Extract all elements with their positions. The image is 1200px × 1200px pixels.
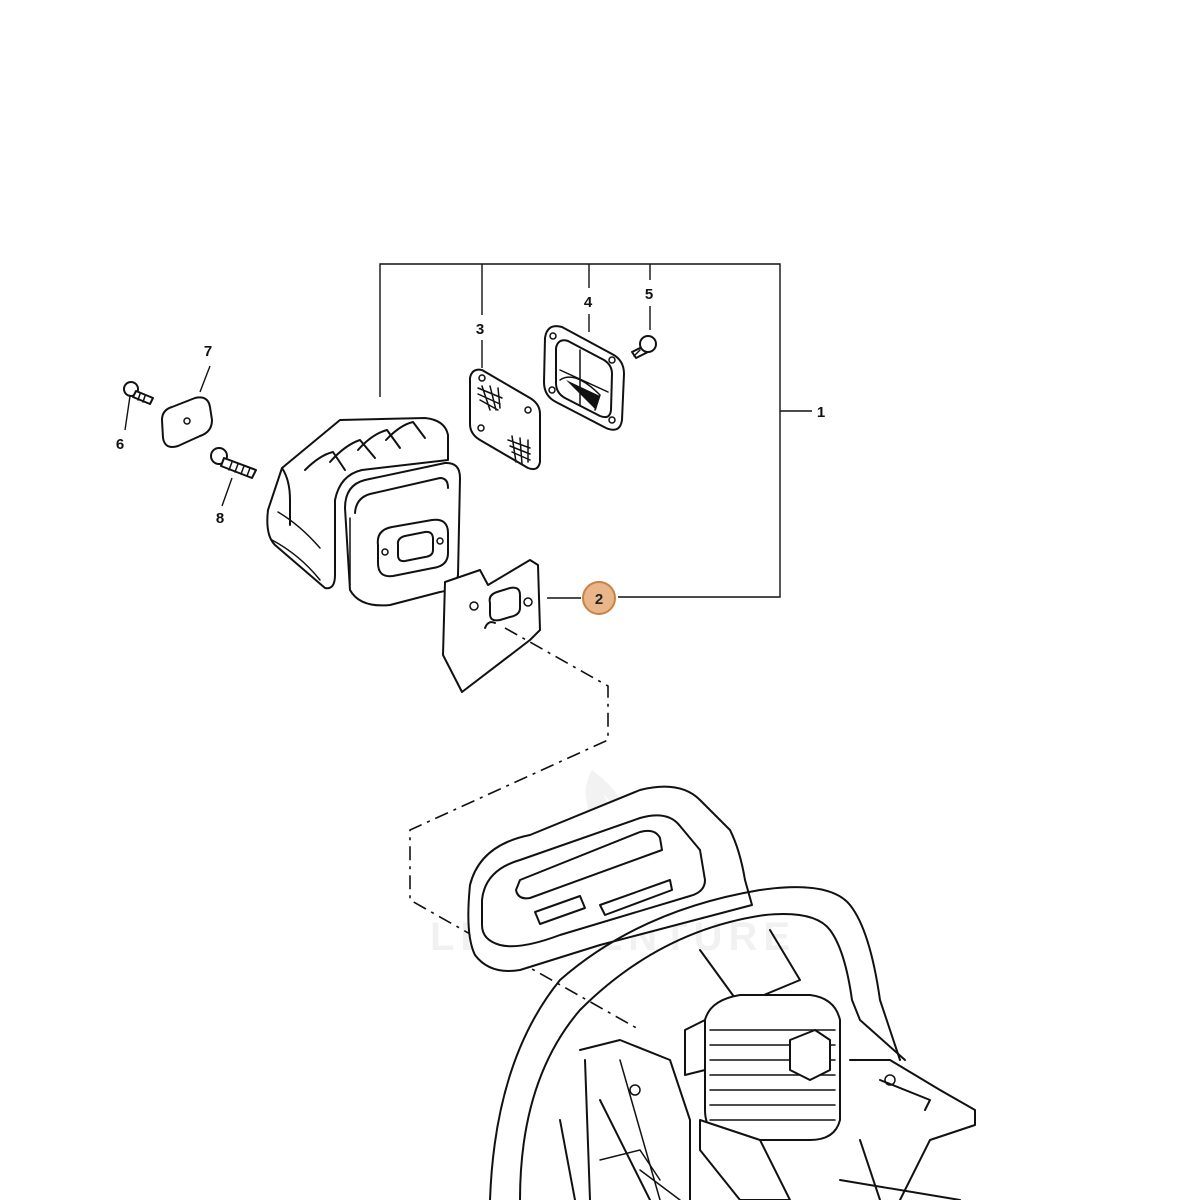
callout-7: 7	[204, 343, 212, 360]
plate-part-7	[161, 365, 213, 448]
callout-2[interactable]: 2	[595, 591, 603, 608]
chainsaw-body	[467, 785, 976, 1200]
callout-3: 3	[476, 321, 484, 338]
screw-part-6	[123, 381, 154, 431]
callout-1-bracket	[379, 263, 812, 598]
bolt-part-8	[210, 447, 257, 507]
callout-8: 8	[216, 510, 224, 527]
gasket-part-2	[442, 559, 541, 693]
callout-1: 1	[817, 404, 825, 421]
callout-6: 6	[116, 436, 124, 453]
cover-plate-part-4	[543, 325, 625, 431]
screw-part-5	[631, 335, 657, 359]
screen-part-3	[469, 368, 541, 471]
muffler-body	[266, 417, 461, 607]
callout-2-badge[interactable]: 2	[582, 581, 616, 615]
callout-5: 5	[645, 286, 653, 303]
alignment-line	[409, 627, 641, 1031]
callout-4: 4	[584, 294, 593, 311]
